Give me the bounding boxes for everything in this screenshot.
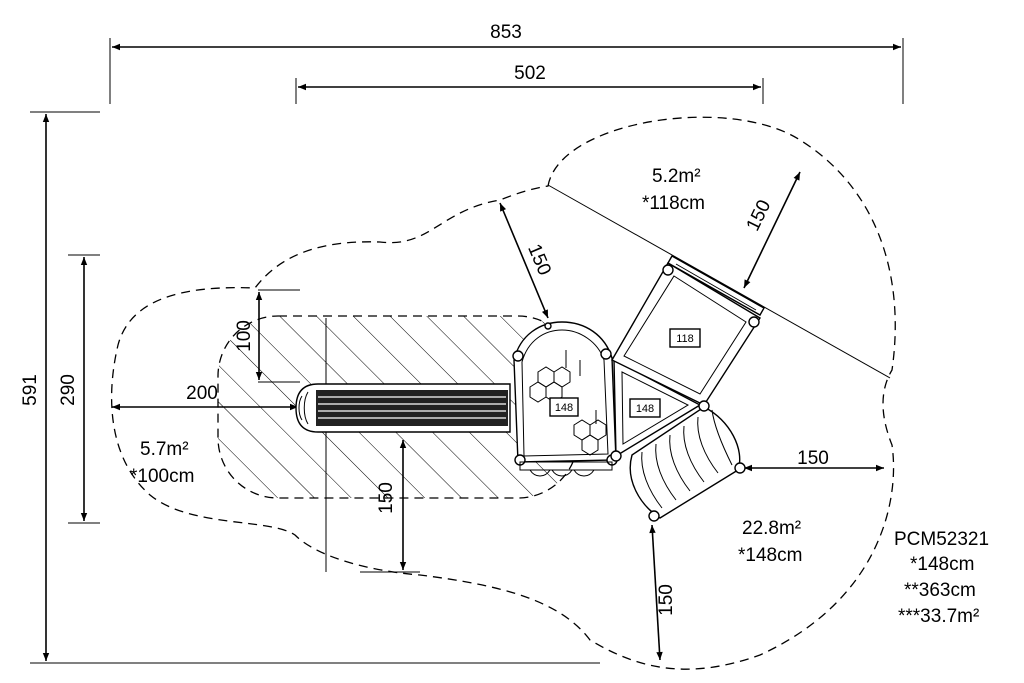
area-labels: 5.7m² *100cm 5.2m² *118cm 22.8m² *148cm xyxy=(130,166,802,566)
top-width-label: 502 xyxy=(514,63,546,84)
dimension-labels: 853 502 591 290 100 200 150 150 150 150 … xyxy=(20,22,829,616)
main-area-height: *148cm xyxy=(738,545,802,566)
top-area-value: 5.2m² xyxy=(652,166,701,187)
slide-offset-label: 100 xyxy=(234,320,255,352)
product-code: PCM52321 xyxy=(894,529,989,550)
upper-platform-label: 118 xyxy=(676,333,694,345)
upper-platform: 118 xyxy=(611,255,765,406)
bottom-center-label: 150 xyxy=(376,482,397,514)
product-info: PCM52321 *148cm **363cm ***33.7m² xyxy=(894,529,989,627)
left-clearance-label: 200 xyxy=(186,383,218,404)
top-area-height: *118cm xyxy=(642,193,705,214)
equipment: 148 148 118 xyxy=(295,255,765,522)
outer-safety-zone xyxy=(111,116,896,670)
tower-platform-label: 148 xyxy=(555,402,573,414)
overall-width-label: 853 xyxy=(490,22,522,43)
bottom-right-label: 150 xyxy=(656,584,677,616)
triangle-platform-label: 148 xyxy=(636,403,654,415)
dimension-lines xyxy=(42,43,901,661)
left-area-height: *100cm xyxy=(130,466,194,487)
right-clearance-label: 150 xyxy=(797,448,829,469)
product-total-height: **363cm xyxy=(904,580,976,601)
product-total-area: ***33.7m² xyxy=(898,606,979,627)
climbing-tower: 148 xyxy=(512,321,618,477)
slide xyxy=(295,383,511,433)
step-bridge xyxy=(610,400,746,522)
main-area-value: 22.8m² xyxy=(742,518,801,539)
overall-height-label: 591 xyxy=(20,374,41,406)
left-area-value: 5.7m² xyxy=(140,439,189,460)
diagonal-top-label: 150 xyxy=(743,197,776,235)
triangle-platform: 148 xyxy=(613,358,702,458)
diagonal-left-label: 150 xyxy=(523,241,555,278)
inner-height-label: 290 xyxy=(58,374,79,406)
product-fall-height: *148cm xyxy=(910,554,974,575)
